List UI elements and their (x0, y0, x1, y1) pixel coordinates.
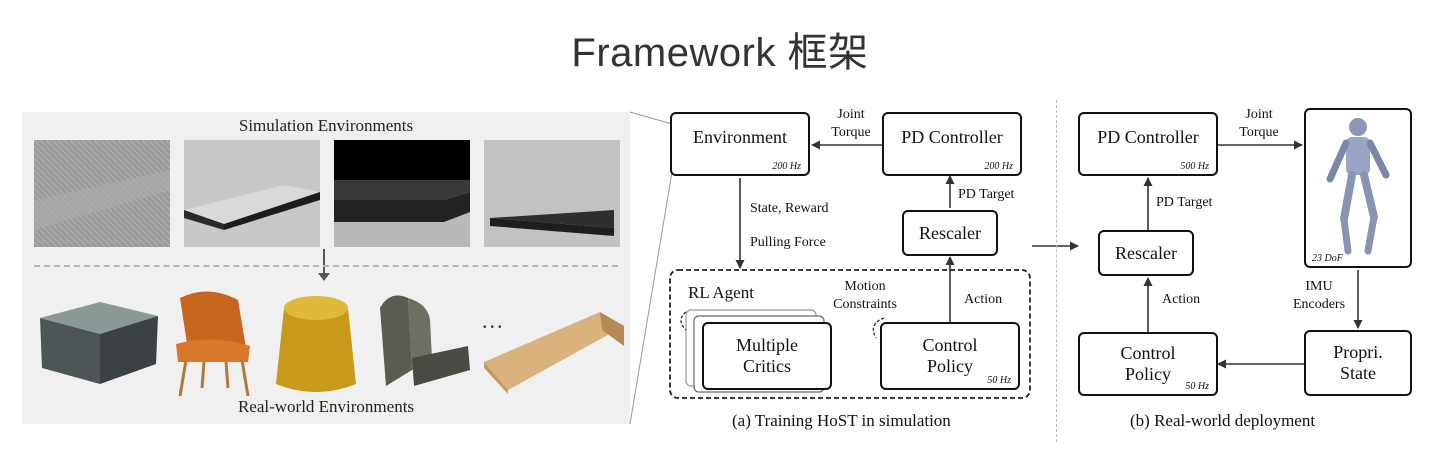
deploy-pd-controller-rate: 500 Hz (1180, 160, 1209, 172)
deploy-control-policy-label: Control Policy (1120, 343, 1176, 384)
robot-dof-label: 23 DoF (1312, 252, 1343, 264)
environment-label: Environment (693, 126, 787, 147)
deploy-pd-target-label: PD Target (1156, 195, 1213, 210)
training-pd-controller-rate: 200 Hz (984, 160, 1013, 172)
wooden-ramp-image (484, 312, 624, 394)
deploy-rescaler-box: Rescaler (1098, 230, 1194, 276)
propri-state-box: Propri. State (1304, 330, 1412, 396)
sim-terrain-step-image (334, 140, 470, 247)
sim-terrain-platform-image (184, 140, 320, 247)
training-rescaler-box: Rescaler (902, 210, 998, 256)
training-pd-target-label: PD Target (958, 187, 1015, 202)
training-action-label: Action (964, 292, 1003, 307)
armchair-image (176, 291, 250, 397)
training-joint-torque-label: Joint Torque (831, 107, 871, 140)
deploy-pd-controller-box: PD Controller 500 Hz (1078, 112, 1218, 176)
propri-state-label: Propri. State (1333, 342, 1383, 383)
deploy-control-policy-rate: 50 Hz (1185, 380, 1209, 392)
real-world-environments-label: Real-world Environments (237, 397, 415, 416)
training-pd-controller-box: PD Controller 200 Hz (882, 112, 1022, 176)
sim-terrain-flat-image (34, 140, 170, 247)
simulation-environments-label: Simulation Environments (238, 116, 414, 135)
humanoid-robot-box: 23 DoF (1304, 108, 1412, 268)
sim-to-real-arrow (318, 249, 330, 281)
environment-rate: 200 Hz (772, 160, 801, 172)
pulling-force-label: Pulling Force (750, 235, 826, 250)
environment-box: Environment 200 Hz (670, 112, 810, 176)
training-control-policy-rate: 50 Hz (987, 374, 1011, 386)
motion-constraints-label: Motion Constraints (833, 279, 897, 312)
deploy-rescaler-label: Rescaler (1115, 242, 1177, 263)
imu-encoders-label: IMU Encoders (1292, 279, 1346, 312)
rl-agent-label: RL Agent (688, 283, 754, 302)
multiple-critics-label: Multiple Critics (736, 335, 798, 376)
training-caption: (a) Training HoST in simulation (732, 411, 951, 430)
deploy-control-policy-box: Control Policy 50 Hz (1078, 332, 1218, 396)
lounge-chair-image (380, 295, 470, 386)
deployment-caption: (b) Real-world deployment (1130, 411, 1316, 430)
panel-divider (34, 265, 618, 267)
sim-terrain-slope-image (484, 140, 620, 247)
deploy-pd-controller-label: PD Controller (1097, 126, 1199, 147)
more-environments-ellipsis: ... (482, 308, 505, 333)
training-control-policy-label: Control Policy (922, 335, 978, 376)
multiple-critics-box: Multiple Critics (702, 322, 832, 390)
ottoman-image (40, 302, 158, 384)
slide-title: Framework 框架 (571, 31, 869, 75)
training-control-policy-box: Control Policy 50 Hz (880, 322, 1020, 390)
deploy-joint-torque-label: Joint Torque (1239, 107, 1279, 140)
state-reward-label: State, Reward (750, 201, 829, 216)
pouf-image (276, 296, 356, 392)
training-rescaler-label: Rescaler (919, 222, 981, 243)
training-pd-controller-label: PD Controller (901, 126, 1003, 147)
deploy-action-label: Action (1162, 292, 1201, 307)
section-divider (1056, 100, 1057, 442)
environments-panel: Simulation Environments (22, 112, 630, 424)
humanoid-robot-image (1326, 118, 1390, 255)
